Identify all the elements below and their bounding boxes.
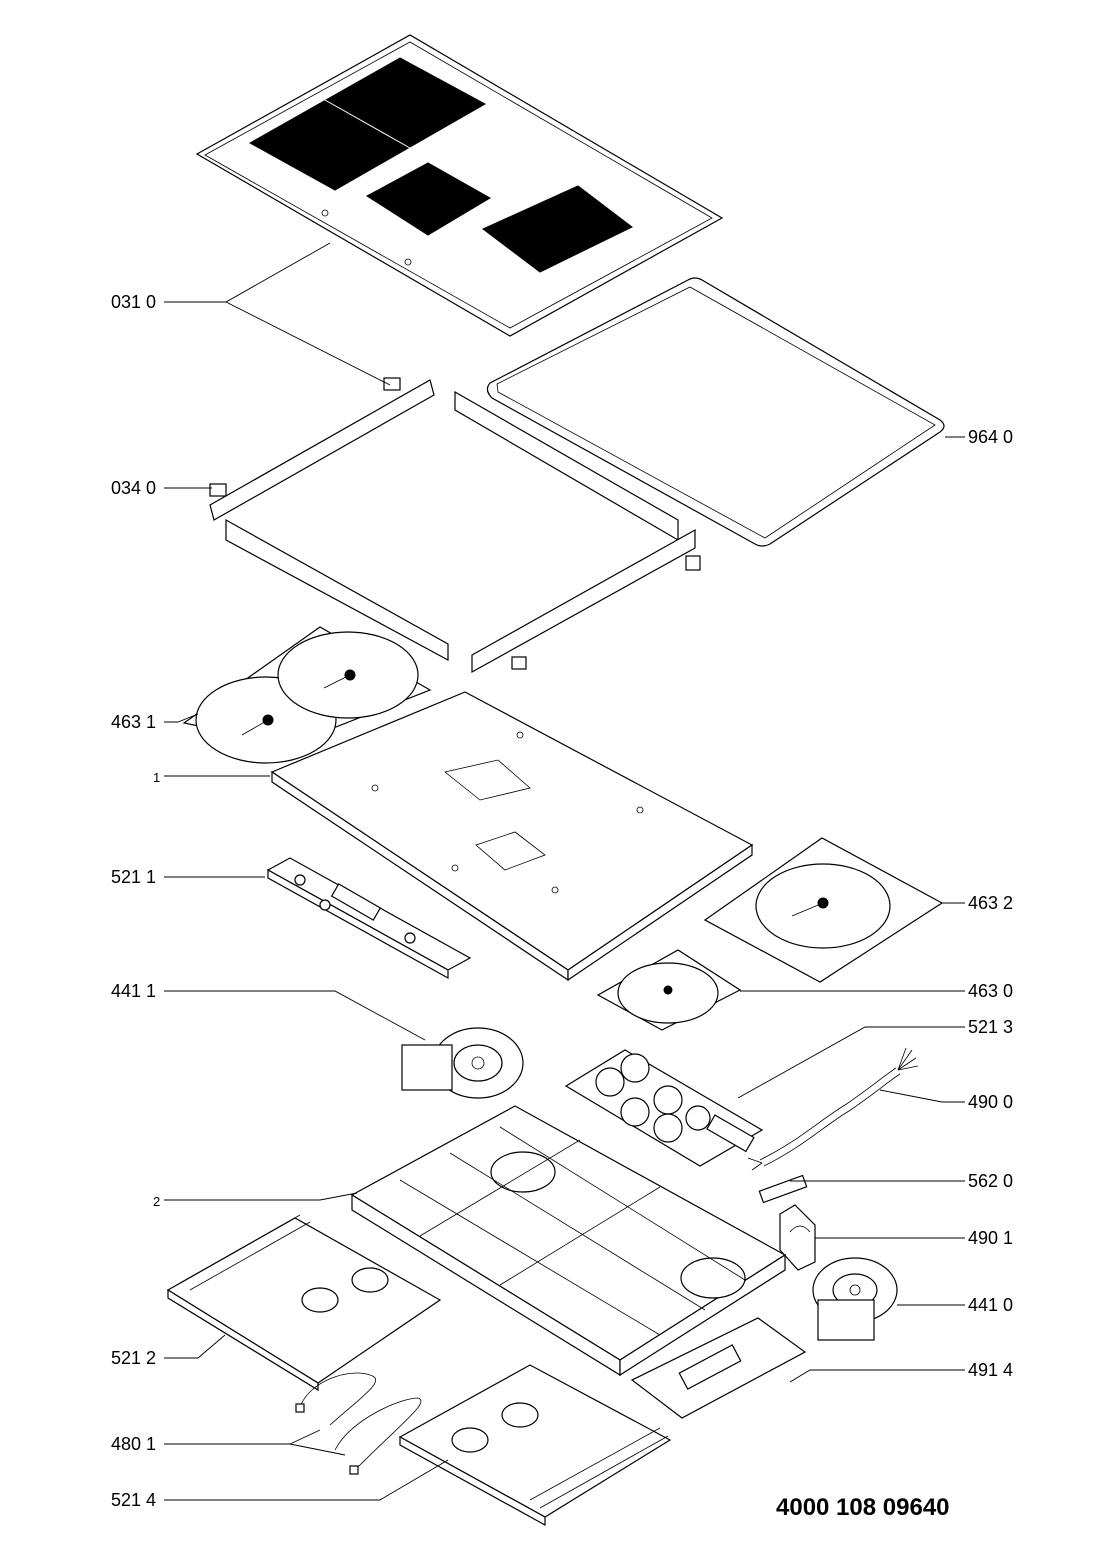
label-031-0: 031 0 (111, 292, 157, 312)
label-521-2: 521 2 (111, 1348, 157, 1368)
wire-harness-part (295, 1372, 422, 1475)
label-480-1: 480 1 (111, 1434, 157, 1454)
label-964-0: 964 0 (968, 427, 1014, 447)
coil-plate-small-part (596, 949, 742, 1031)
fan-upper-part (401, 1027, 524, 1099)
cable-clamp-part (779, 1204, 816, 1271)
base-plate-part (270, 691, 754, 982)
label-034-0: 034 0 (111, 478, 157, 498)
label-2: 2 (153, 1194, 161, 1209)
frame-rails-part (209, 377, 701, 674)
label-441-1: 441 1 (111, 981, 157, 1001)
label-562-0: 562 0 (968, 1171, 1014, 1191)
label-1: 1 (153, 770, 161, 785)
label-463-2: 463 2 (968, 893, 1014, 913)
filter-board-part (564, 1049, 764, 1167)
label-490-0: 490 0 (968, 1092, 1014, 1112)
grille-cover-part (630, 1317, 807, 1419)
label-521-4: 521 4 (111, 1490, 157, 1510)
gasket-part (486, 277, 945, 547)
glass-cooktop-part (195, 34, 724, 337)
label-441-0: 441 0 (968, 1295, 1014, 1315)
label-463-1: 463 1 (111, 712, 157, 732)
bottom-housing-part (350, 1105, 787, 1377)
fuse-part (758, 1174, 808, 1204)
leader-lines (164, 242, 965, 1501)
control-board-part (266, 857, 472, 980)
fan-lower-part (812, 1257, 898, 1341)
label-521-3: 521 3 (968, 1017, 1014, 1037)
label-463-0: 463 0 (968, 981, 1014, 1001)
power-board-left-part (166, 1214, 442, 1392)
coil-plate-left-part (182, 626, 432, 764)
label-521-1: 521 1 (111, 867, 157, 887)
power-cable-part (747, 1047, 919, 1171)
part-number: 4000 108 09640 (776, 1494, 950, 1521)
label-490-1: 490 1 (968, 1228, 1014, 1248)
coil-plate-right-part (703, 837, 944, 983)
power-board-right-part (398, 1364, 672, 1527)
label-491-4: 491 4 (968, 1360, 1014, 1380)
